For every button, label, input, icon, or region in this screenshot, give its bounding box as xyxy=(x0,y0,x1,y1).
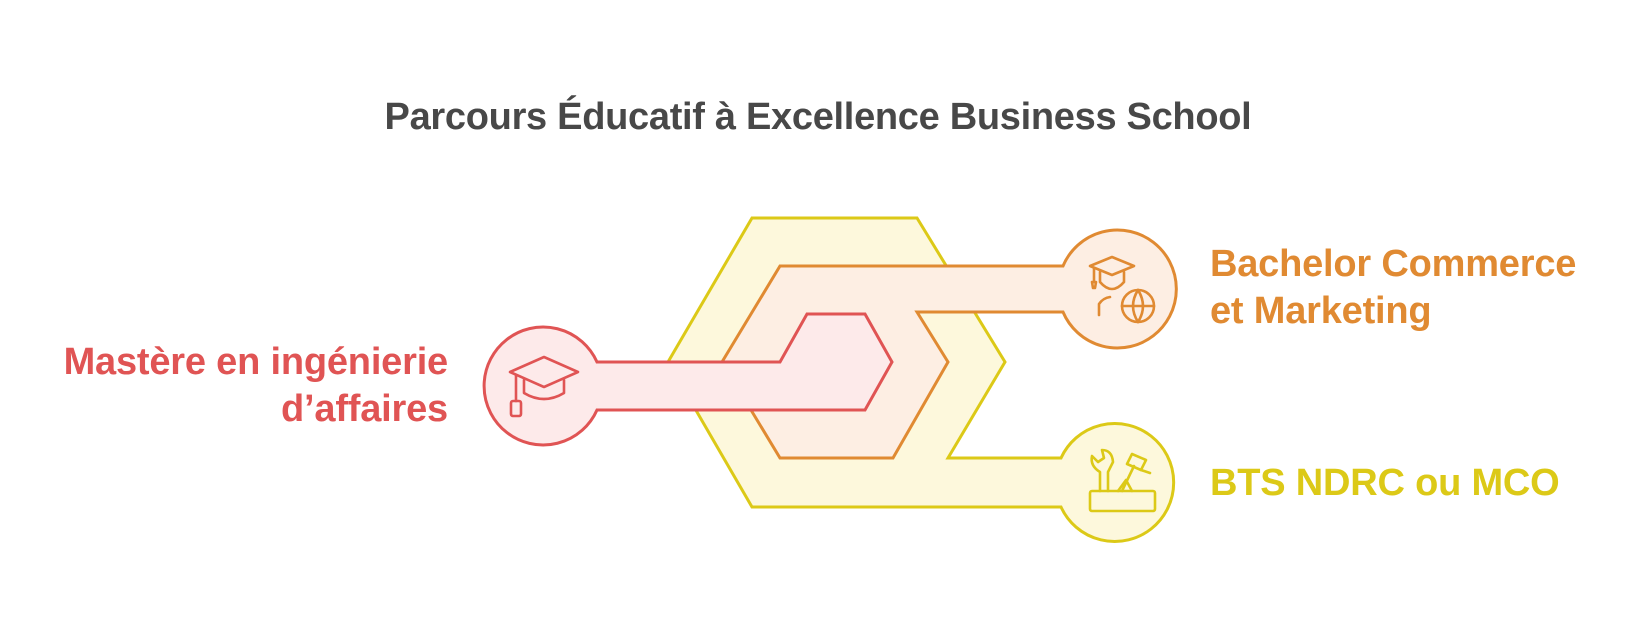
label-bachelor-line-1: Bachelor Commerce xyxy=(1210,243,1577,285)
graduation-cap-icon xyxy=(508,355,580,418)
red-pathway xyxy=(482,312,894,447)
label-bachelor: Bachelor Commerce et Marketing xyxy=(1210,241,1576,335)
label-master: Mastère en ingénierie d’affaires xyxy=(63,339,449,433)
graduate-globe-icon xyxy=(1088,255,1156,324)
label-bts-line-1: BTS NDRC ou MCO xyxy=(1210,462,1560,504)
label-master-line-1: Mastère en ingénierie xyxy=(63,341,449,383)
label-master-line-2: d’affaires xyxy=(281,388,448,430)
label-bts: BTS NDRC ou MCO xyxy=(1210,460,1560,507)
page-title: Parcours Éducatif à Excellence Business … xyxy=(384,96,1252,138)
label-bachelor-line-2: et Marketing xyxy=(1210,290,1432,332)
tools-icon xyxy=(1088,448,1157,513)
